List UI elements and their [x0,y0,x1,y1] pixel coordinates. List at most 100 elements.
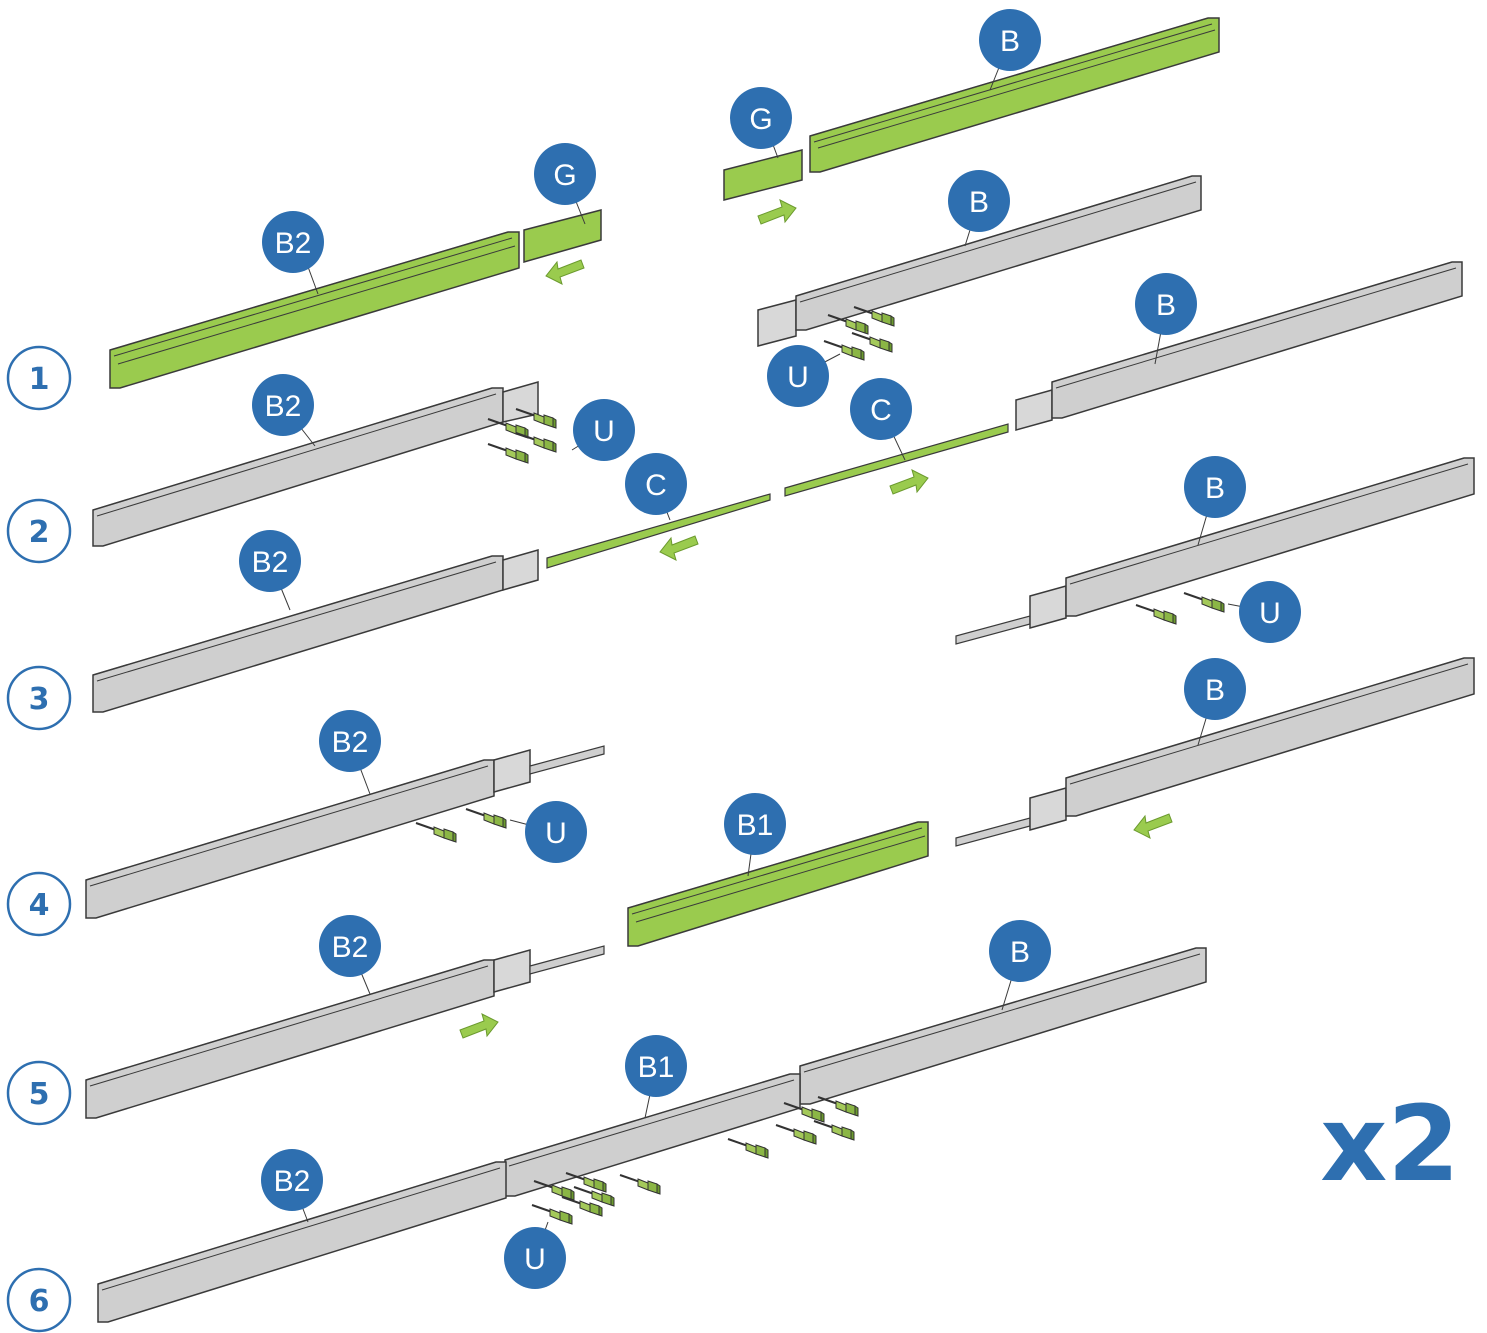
step-number: 6 [29,1284,50,1319]
label-c-text: C [645,469,667,502]
step-4-right-assembly: B [955,657,1475,847]
plate-g-green [523,209,602,263]
step-2: 2 [6,498,72,564]
step-6: 6 [6,1267,72,1333]
beam-b [1065,657,1475,817]
bolt-icon [727,1138,769,1159]
label-u-text: U [593,415,615,448]
label-b2-text: B2 [275,227,312,260]
plate-g [1029,787,1067,831]
label-u [573,399,635,461]
step-2-right-assembly: B U [757,170,1202,407]
label-b1 [724,793,786,855]
step-number: 4 [29,888,50,923]
step-1-left-assembly: B2 G [109,143,602,389]
bolt-icon [1135,604,1177,625]
label-b-text: B [969,186,989,219]
bolt-icon [415,822,457,843]
label-u-text: U [1259,597,1281,630]
arrow-icon [545,259,585,285]
step-4-left-assembly: B2 U [85,710,605,919]
step-number: 1 [29,362,50,397]
step-3: 3 [6,665,72,731]
step-number: 5 [29,1077,50,1112]
bolt-icon [531,1204,573,1225]
step-number: 3 [29,682,50,717]
label-b [1184,456,1246,518]
plate-g [493,749,531,793]
step-4-middle-assembly: B1 [627,793,929,947]
label-b-text: B [1000,25,1020,58]
step-5: 5 [6,1060,72,1126]
bolt-icon [783,1102,825,1123]
label-b1-text: B1 [638,1051,675,1084]
label-u [767,345,829,407]
plate-g [502,381,539,423]
step-3-left-assembly: B2 C [92,453,771,713]
label-b2 [239,530,301,592]
label-g [730,87,792,149]
step-5-left-assembly: B2 [85,915,605,1119]
label-u-text: U [787,361,809,394]
plate-g-green [723,149,803,201]
label-b-text: B [1010,936,1030,969]
label-u [525,801,587,863]
label-b [948,170,1010,232]
bolt-icon [813,1120,855,1141]
step-1-right-assembly: G B [723,9,1220,225]
step-3-right-bolted: B U [955,456,1475,645]
bolt-icon [823,340,865,361]
beam-b2 [92,555,504,713]
label-b2 [252,374,314,436]
plate-g [1029,585,1067,629]
bolt-icon [1183,592,1225,613]
label-c [850,378,912,440]
bolt-icon [619,1174,661,1195]
label-g [534,143,596,205]
bolt-icon [817,1096,859,1117]
label-g-text: G [749,103,772,136]
plate-g [493,949,531,993]
step-4: 4 [6,871,72,937]
label-b1 [625,1035,687,1097]
rod-c [529,745,605,775]
rod-c-green [546,493,771,569]
rod-c [955,615,1031,645]
label-c [625,453,687,515]
arrow-icon [757,199,797,225]
quantity-multiplier: x2 [1320,1083,1459,1205]
label-c-text: C [870,394,892,427]
bolt-icon [465,808,507,829]
plate-g [757,299,797,347]
label-u [1239,581,1301,643]
label-b2-text: B2 [265,390,302,423]
label-b [1184,658,1246,720]
label-b-text: B [1205,674,1225,707]
label-u-text: U [545,817,567,850]
arrow-icon [459,1013,499,1039]
step-6-assembly: B B1 B2 U [97,920,1207,1323]
label-b2-text: B2 [252,546,289,579]
arrow-icon [659,535,699,561]
bolt-icon [775,1124,817,1145]
label-b2-text: B2 [274,1165,311,1198]
bolt-icon [487,443,529,464]
step-3-right-assembly: C B [784,261,1463,497]
label-b [979,9,1041,71]
plate-g [502,549,539,591]
label-b2 [262,211,324,273]
label-b2-text: B2 [332,931,369,964]
bolt-icon [515,432,557,453]
rod-c-green [784,423,1009,497]
bolt-icon [565,1172,607,1193]
label-b1-text: B1 [737,809,774,842]
label-b [989,920,1051,982]
step-number: 2 [29,515,50,550]
step-2-left-assembly: B2 U [92,374,635,547]
label-u [504,1227,566,1289]
rod-c [529,945,605,975]
label-b2-text: B2 [332,726,369,759]
label-g-text: G [553,159,576,192]
rod-c [955,817,1031,847]
label-b [1135,273,1197,335]
